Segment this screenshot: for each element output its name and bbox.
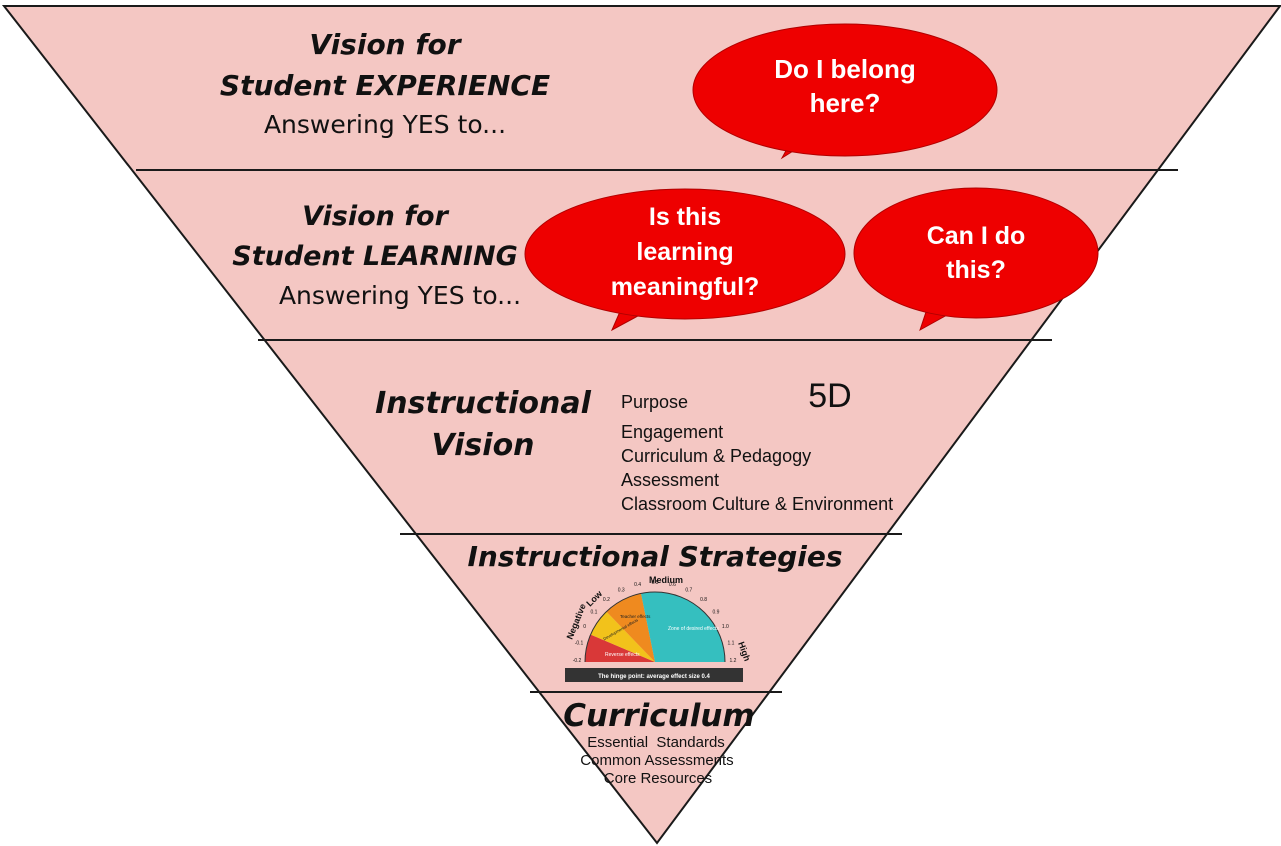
bubble-meaningful-line1: Is this (649, 203, 721, 231)
gauge-tick-label: 0.3 (618, 588, 625, 594)
gauge-tick-label: -0.1 (575, 641, 584, 647)
speech-bubble-can-i-do: Can I do this? (853, 187, 1099, 332)
level-student-learning: Vision for Student LEARNING Answering YE… (232, 187, 1099, 332)
gauge-tick-label: 1.1 (728, 641, 735, 647)
five-d-item: Classroom Culture & Environment (621, 494, 893, 514)
learning-title-line1: Vision for (302, 201, 449, 232)
curriculum-item: Essential Standards (587, 734, 725, 751)
instructional-vision-title-line2: Vision (431, 428, 534, 463)
gauge-tick-label: 1.0 (722, 624, 729, 630)
gauge-tick-label: 0.7 (685, 588, 692, 594)
bubble-meaningful-line3: meaningful? (611, 273, 760, 301)
curriculum-item: Common Assessments (580, 752, 733, 769)
five-d-list: Purpose Engagement Curriculum & Pedagogy… (621, 392, 893, 514)
gauge-zone-teacher (606, 593, 655, 662)
learning-title-line2: Student LEARNING (232, 241, 517, 272)
gauge-zone-teacher-label: Teacher effects (620, 614, 651, 619)
gauge-tick-label: 0.1 (591, 609, 598, 615)
five-d-item: Assessment (621, 470, 719, 490)
experience-subtitle: Answering YES to... (264, 110, 506, 139)
experience-title-line2: Student EXPERIENCE (220, 69, 550, 102)
level-student-experience: Vision for Student EXPERIENCE Answering … (220, 23, 998, 160)
hinge-point-bar (565, 668, 743, 682)
gauge-tick-label: 0.8 (700, 597, 707, 603)
bubble-can-i-do-line2: this? (946, 256, 1006, 284)
five-d-item: Curriculum & Pedagogy (621, 446, 811, 466)
gauge-zone-reverse-label: Reverse effects (605, 652, 640, 658)
five-d-item: Engagement (621, 422, 723, 442)
gauge-tick-label: 0.9 (713, 609, 720, 615)
five-d-badge: 5D (808, 377, 851, 415)
instructional-vision-title-line1: Instructional (375, 386, 591, 421)
bubble-belong-line1: Do I belong (774, 54, 916, 84)
gauge-tick-label: -0.2 (573, 658, 582, 664)
gauge-zone-desired-label: Zone of desired effects (668, 626, 719, 632)
bubble-meaningful-line2: learning (636, 238, 733, 266)
gauge-label-medium: Medium (649, 575, 683, 585)
gauge-tick-label: 0.6 (669, 582, 676, 588)
bubble-belong-line2: here? (810, 88, 881, 118)
gauge-ticks: -0.2 -0.1 0 0.1 0.2 0.3 0.4 0.5 0.6 0.7 0.8 0.9 1.0 1… (573, 580, 737, 664)
bubble-can-i-do-line1: Can I do (927, 222, 1026, 250)
curriculum-item: Core Resources (604, 770, 712, 787)
speech-bubble-belong: Do I belong here? (692, 23, 998, 160)
gauge-zone-development (590, 611, 655, 662)
strategies-title: Instructional Strategies (467, 540, 842, 573)
curriculum-title: Curriculum (563, 698, 754, 734)
gauge-zone-desired (641, 591, 725, 662)
gauge-tick-label: 0.2 (603, 597, 610, 603)
learning-subtitle: Answering YES to... (279, 281, 521, 310)
gauge-tick-label: 0.5 (652, 580, 659, 586)
gauge-tick-label: 0 (583, 624, 586, 630)
speech-bubble-meaningful: Is this learning meaningful? (524, 188, 846, 332)
level-instructional-vision: Instructional Vision 5D Purpose Engageme… (375, 377, 893, 514)
gauge-zone-reverse (585, 634, 655, 662)
hinge-point-label: The hinge point: average effect size 0.4 (598, 674, 710, 680)
gauge-tick-label: 0.4 (634, 582, 641, 588)
level-curriculum: Curriculum Essential Standards Common As… (563, 698, 754, 787)
experience-title-line1: Vision for (309, 28, 462, 61)
five-d-item: Purpose (621, 392, 688, 412)
gauge-tick-label: 1.2 (730, 658, 737, 664)
